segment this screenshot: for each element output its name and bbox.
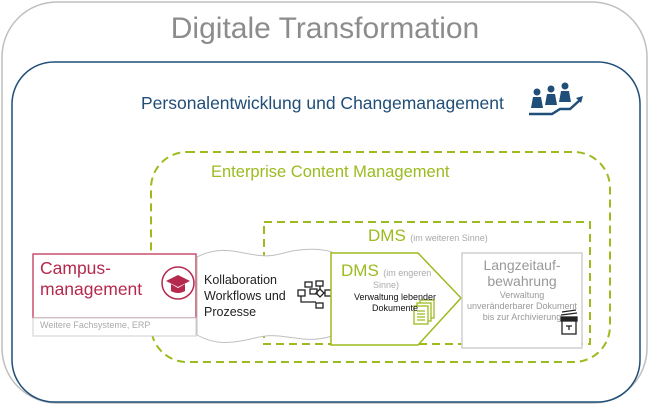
- documents-icon: [413, 299, 435, 325]
- dms-narrow-desc-1: Verwaltung lebender: [353, 292, 437, 302]
- archive-title-1: Langzeitauf-: [483, 257, 561, 273]
- other-systems-box: [32, 317, 197, 337]
- archive-desc: Verwaltung unveränderbarer Dokument bis …: [462, 290, 582, 323]
- people-title: Personalentwicklung und Changemanagement: [141, 93, 504, 113]
- collab-line-1: Kollaboration: [204, 273, 277, 287]
- team-growth-icon: [529, 82, 583, 116]
- archive-desc-3: bis zur Archivierung: [482, 312, 562, 322]
- archive-drawer-icon: [560, 309, 578, 335]
- dms-narrow-label: DMS: [341, 261, 379, 280]
- campus-title-1: Campus-: [40, 258, 111, 278]
- people-frame: [11, 61, 641, 403]
- campus-title-2: management: [40, 279, 143, 299]
- archive-title: Langzeitauf- bewahrung: [462, 257, 582, 289]
- dms-narrow-subtitle-2: Sinne): [373, 280, 400, 290]
- dms-narrow-title: DMS (im engeren: [341, 261, 432, 281]
- outer-title: Digitale Transformation: [170, 12, 480, 45]
- collab-line-3: Prozesse: [204, 305, 257, 319]
- dms-narrow-desc: Verwaltung lebender Dokumente: [340, 292, 450, 314]
- dms-narrow-subtitle-1: (im engeren: [383, 268, 432, 278]
- dms-narrow-desc-2: Dokumente: [371, 303, 419, 313]
- dms-wide-subtitle: (im weiteren Sinne): [410, 233, 488, 243]
- collab-text: Kollaboration Workflows und Prozesse: [204, 272, 286, 320]
- dms-wide-title: DMS (im weiteren Sinne): [368, 226, 488, 246]
- collab-line-2: Workflows und: [204, 289, 286, 303]
- dms-wide-label: DMS: [368, 226, 406, 245]
- graduation-cap-icon: [166, 275, 190, 293]
- archive-desc-2: unveränderbarer Dokument: [466, 301, 578, 311]
- ecm-title: Enterprise Content Management: [211, 163, 450, 181]
- archive-desc-1: Verwaltung: [499, 290, 545, 300]
- archive-title-2: bewahrung: [487, 273, 557, 289]
- other-systems-label: Weitere Fachsysteme, ERP: [40, 320, 151, 330]
